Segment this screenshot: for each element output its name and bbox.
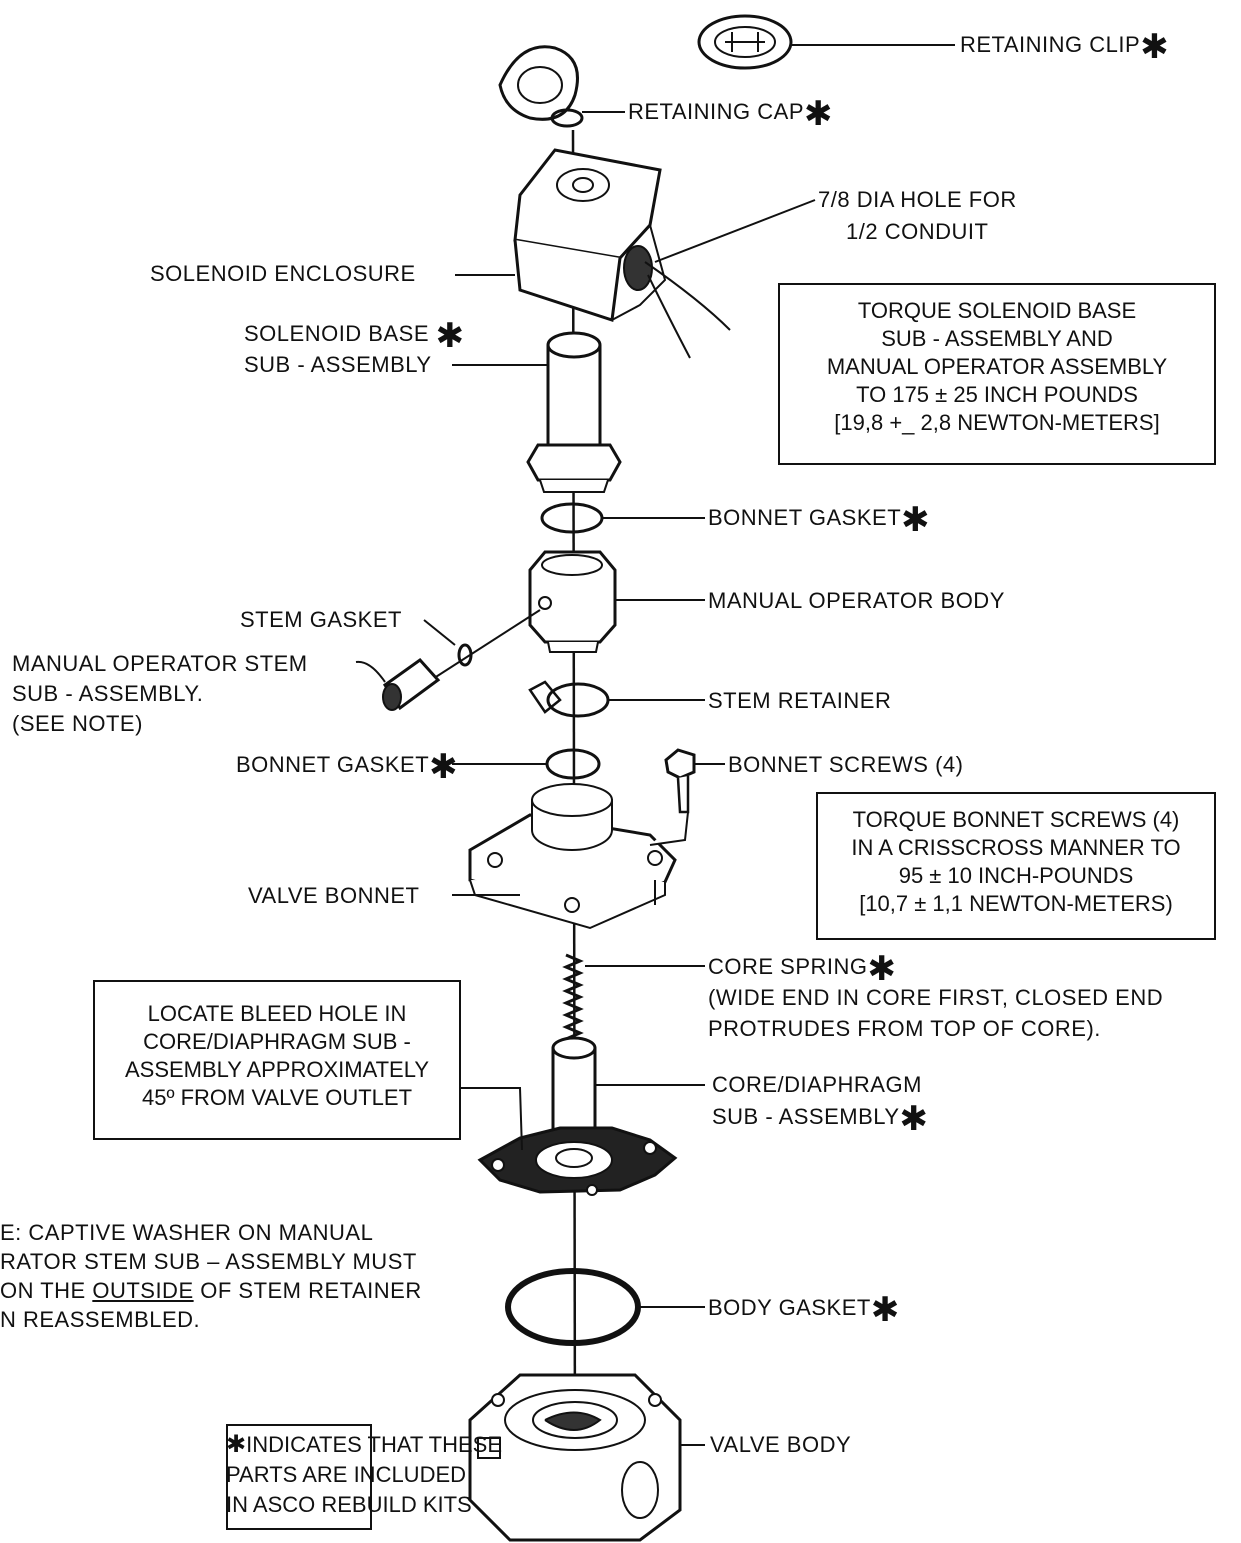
label-bonnet-gasket-lower-text: BONNET GASKET xyxy=(236,752,430,777)
label-body-gasket: BODY GASKET✱ xyxy=(708,1293,900,1327)
torque-bonnet-line: [10,7 ± 1,1 NEWTON-METERS) xyxy=(859,891,1173,916)
note-text: OF STEM RETAINER xyxy=(193,1278,422,1303)
asterisk-icon: ✱ xyxy=(226,1431,247,1458)
stem-gasket-drawing xyxy=(457,643,473,667)
asterisk-icon: ✱ xyxy=(870,1291,900,1329)
solenoid-base-drawing xyxy=(526,331,622,493)
bleed-hole-line: 45º FROM VALVE OUTLET xyxy=(141,1085,413,1110)
rebuild-kits-line: IN ASCO REBUILD KITS xyxy=(226,1492,472,1517)
torque-bonnet-line: TORQUE BONNET SCREWS (4) xyxy=(852,807,1180,832)
label-retaining-clip: RETAINING CLIP✱ xyxy=(960,30,1169,64)
label-core-spring-text: CORE SPRING xyxy=(708,954,868,979)
asterisk-icon: ✱ xyxy=(899,1100,929,1138)
torque-solenoid-line: SUB - ASSEMBLY AND xyxy=(881,326,1113,351)
label-core-spring-note2: PROTRUDES FROM TOP OF CORE). xyxy=(708,1016,1101,1041)
captive-washer-note: E: CAPTIVE WASHER ON MANUAL RATOR STEM S… xyxy=(0,1218,422,1334)
label-core-diaphragm-line2: SUB - ASSEMBLY✱ xyxy=(712,1102,929,1136)
retaining-clip-drawing xyxy=(697,14,793,70)
torque-bonnet-line: IN A CRISSCROSS MANNER TO xyxy=(851,835,1181,860)
label-bonnet-gasket-lower: BONNET GASKET✱ xyxy=(236,750,458,784)
label-stem-gasket: STEM GASKET xyxy=(240,607,402,632)
label-core-diaphragm-line1: CORE/DIAPHRAGM xyxy=(712,1072,922,1097)
asterisk-icon: ✱ xyxy=(804,95,834,133)
note-line: E: CAPTIVE WASHER ON MANUAL xyxy=(0,1220,374,1245)
asterisk-icon: ✱ xyxy=(867,950,897,988)
stem-sub-assembly-drawing xyxy=(382,658,441,711)
label-retaining-clip-text: RETAINING CLIP xyxy=(960,32,1141,57)
note-line: RATOR STEM SUB – ASSEMBLY MUST xyxy=(0,1249,417,1274)
label-valve-bonnet: VALVE BONNET xyxy=(248,883,420,908)
label-solenoid-enclosure: SOLENOID ENCLOSURE xyxy=(150,261,416,286)
label-stem-sub-line2: SUB - ASSEMBLY. xyxy=(12,681,204,706)
rebuild-kits-line: PARTS ARE INCLUDED xyxy=(226,1462,467,1487)
rebuild-kits-content: ✱INDICATES THAT THESE PARTS ARE INCLUDED… xyxy=(226,1430,502,1520)
label-valve-body: VALVE BODY xyxy=(710,1432,852,1457)
torque-bonnet-box: TORQUE BONNET SCREWS (4) IN A CRISSCROSS… xyxy=(816,792,1216,940)
label-retaining-cap: RETAINING CAP✱ xyxy=(628,97,833,131)
leader-stem-gasket xyxy=(423,619,456,646)
core-diaphragm-drawing xyxy=(477,1036,678,1196)
asterisk-icon: ✱ xyxy=(435,317,465,355)
label-conduit-hole-line2: 1/2 CONDUIT xyxy=(846,219,989,244)
torque-solenoid-box: TORQUE SOLENOID BASE SUB - ASSEMBLY AND … xyxy=(778,283,1216,465)
bleed-hole-box: LOCATE BLEED HOLE IN CORE/DIAPHRAGM SUB … xyxy=(93,980,461,1140)
label-retaining-cap-text: RETAINING CAP xyxy=(628,99,805,124)
torque-solenoid-line: TO 175 ± 25 INCH POUNDS xyxy=(856,382,1138,407)
label-stem-sub-line3: (SEE NOTE) xyxy=(12,711,143,736)
label-bonnet-gasket-top: BONNET GASKET✱ xyxy=(708,503,930,537)
valve-body-drawing xyxy=(468,1373,682,1542)
torque-bonnet-line: 95 ± 10 INCH-POUNDS xyxy=(898,863,1134,888)
leader-stem-sub-assembly xyxy=(355,660,386,683)
label-bonnet-screws: BONNET SCREWS (4) xyxy=(728,752,964,777)
bleed-hole-line: CORE/DIAPHRAGM SUB - xyxy=(143,1029,411,1054)
label-solenoid-base-line1: SOLENOID BASE xyxy=(244,321,430,346)
retaining-cap-drawing xyxy=(498,45,584,128)
core-spring-drawing xyxy=(562,953,584,1053)
leader-bleed-hole xyxy=(448,1087,523,1151)
note-text: ON THE xyxy=(0,1278,93,1303)
label-core-spring: CORE SPRING✱ xyxy=(708,952,897,986)
rebuild-kits-line-text: INDICATES THAT THESE xyxy=(246,1432,503,1457)
label-solenoid-base-line2: SUB - ASSEMBLY xyxy=(244,352,432,377)
stem-retainer-drawing xyxy=(528,680,610,718)
torque-solenoid-line: TORQUE SOLENOID BASE xyxy=(857,298,1137,323)
asterisk-icon: ✱ xyxy=(429,748,459,786)
label-body-gasket-text: BODY GASKET xyxy=(708,1295,871,1320)
bonnet-screw-drawing xyxy=(664,748,696,814)
label-solenoid-base: SOLENOID BASE ✱ xyxy=(244,319,465,353)
rebuild-kits-frame xyxy=(226,1424,372,1530)
leader-conduit-hole xyxy=(654,199,816,263)
label-bonnet-gasket-top-text: BONNET GASKET xyxy=(708,505,902,530)
torque-solenoid-line: [19,8 +_ 2,8 NEWTON-METERS] xyxy=(834,410,1160,435)
bonnet-gasket-top-drawing xyxy=(540,502,604,534)
solenoid-enclosure-drawing xyxy=(513,148,731,359)
asterisk-icon: ✱ xyxy=(901,501,931,539)
label-stem-sub-line1: MANUAL OPERATOR STEM xyxy=(12,651,308,676)
label-stem-retainer: STEM RETAINER xyxy=(708,688,892,713)
torque-solenoid-line: MANUAL OPERATOR ASSEMBLY xyxy=(826,354,1168,379)
bleed-hole-line: ASSEMBLY APPROXIMATELY xyxy=(124,1057,430,1082)
valve-bonnet-drawing xyxy=(468,783,689,930)
note-line: ON THE OUTSIDE OF STEM RETAINER xyxy=(0,1276,422,1305)
label-conduit-hole-line1: 7/8 DIA HOLE FOR xyxy=(818,187,1017,212)
manual-operator-body-drawing xyxy=(528,550,617,653)
note-outside-emphasis: OUTSIDE xyxy=(92,1278,194,1303)
body-gasket-drawing xyxy=(505,1268,641,1346)
note-line: N REASSEMBLED. xyxy=(0,1307,201,1332)
label-manual-operator-body: MANUAL OPERATOR BODY xyxy=(708,588,1005,613)
bleed-hole-line: LOCATE BLEED HOLE IN xyxy=(147,1001,407,1026)
label-core-spring-note1: (WIDE END IN CORE FIRST, CLOSED END xyxy=(708,985,1164,1010)
rebuild-kits-line: ✱INDICATES THAT THESE xyxy=(226,1430,502,1460)
label-core-diaphragm-line2-text: SUB - ASSEMBLY xyxy=(712,1104,900,1129)
asterisk-icon: ✱ xyxy=(1140,28,1170,66)
